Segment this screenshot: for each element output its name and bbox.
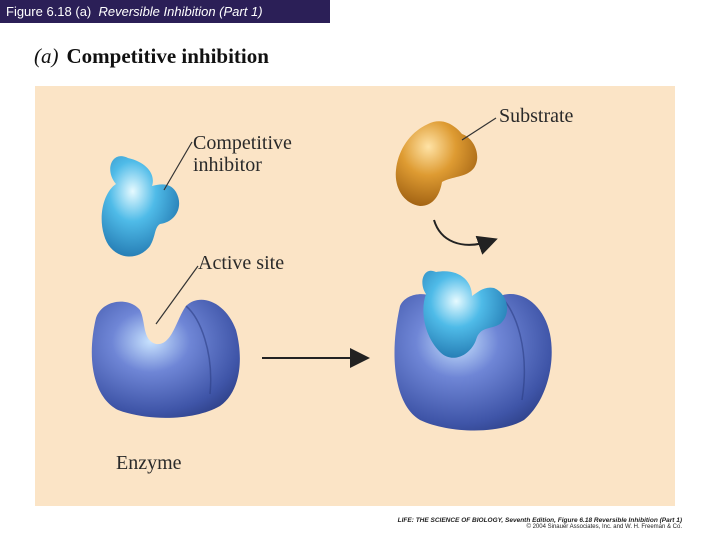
inhibitor-leader-line (163, 141, 193, 191)
substrate-leader-line (461, 117, 497, 141)
active-site-label: Active site (198, 252, 285, 274)
figure-label: Figure 6.18 (a) (6, 4, 92, 19)
curved-arrow (433, 219, 498, 255)
competitive-inhibitor-label: Competitive inhibitor (193, 132, 292, 176)
enzyme-label: Enzyme (116, 452, 182, 474)
active-site-leader-line (155, 265, 199, 325)
diagram-panel (35, 86, 675, 506)
part-letter: (a) (34, 44, 59, 68)
competitive-inhibitor-molecule (101, 156, 180, 257)
figure-title: Reversible Inhibition (Part 1) (98, 4, 263, 19)
competitive-inhibitor-label-line2: inhibitor (193, 154, 262, 176)
enzyme-molecule (91, 299, 240, 418)
copyright-credit: LIFE: THE SCIENCE OF BIOLOGY, Seventh Ed… (398, 517, 682, 530)
enzyme-with-inhibitor (394, 270, 552, 431)
credit-line-2: © 2004 Sinauer Associates, Inc. and W. H… (526, 524, 683, 530)
credit-line-1: LIFE: THE SCIENCE OF BIOLOGY, Seventh Ed… (397, 517, 682, 524)
panel-heading: (a) Competitive inhibition (34, 44, 269, 69)
substrate-molecule (395, 121, 478, 206)
figure-title-bar: Figure 6.18 (a) Reversible Inhibition (P… (0, 0, 330, 23)
competitive-inhibitor-label-line1: Competitive (193, 132, 292, 154)
heading-text: Competitive inhibition (66, 44, 269, 68)
substrate-label: Substrate (499, 105, 574, 127)
